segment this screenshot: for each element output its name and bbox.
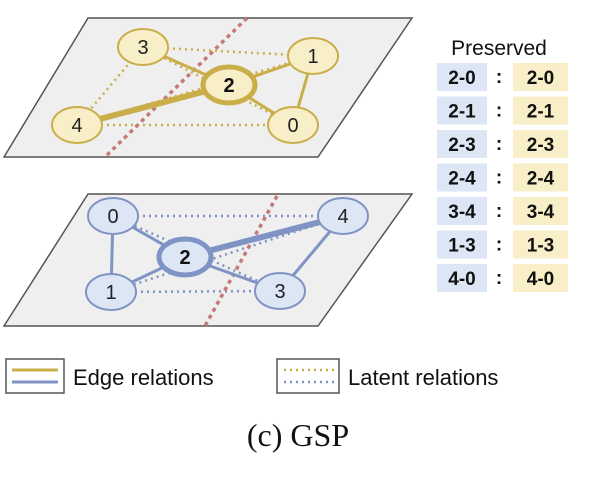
latent-edge-3-1 (142, 45, 314, 58)
preserved-right-cell-bg (513, 63, 568, 91)
preserved-separator: : (496, 101, 502, 122)
preserved-left-value: 2-0 (448, 68, 475, 89)
legend-edge-swatch (5, 358, 65, 394)
preserved-right-cell-bg (513, 230, 568, 259)
bottom-cut-line (203, 195, 279, 327)
bottom-node-4-label: 4 (337, 206, 348, 228)
latent-edge-4-1 (76, 54, 314, 127)
bottom-node-0: 0 (87, 197, 139, 235)
preserved-left-cell-bg (437, 163, 487, 192)
preserved-left-cell-bg (437, 130, 487, 158)
preserved-left-cell-bg (437, 197, 487, 225)
preserved-left-cell-bg (437, 96, 487, 125)
preserved-right-value: 2-4 (527, 169, 555, 190)
top-node-1: 1 (287, 37, 339, 75)
top-node-2: 2 (200, 64, 258, 106)
preserved-separator: : (496, 134, 502, 155)
top-graph: 3 1 2 4 0 (2, 16, 414, 159)
preserved-right-value: 2-3 (527, 135, 554, 156)
preserved-left-value: 3-4 (448, 202, 476, 223)
preserved-right-value: 2-1 (527, 102, 555, 123)
preserved-right-value: 3-4 (527, 202, 555, 223)
preserved-right-value: 4-0 (527, 269, 554, 290)
preserved-separator: : (496, 201, 502, 222)
legend-edge-relations: Edge relations (5, 358, 214, 394)
preserved-table: Preserved 2-0:2-02-1:2-12-3:2-32-4:2-43-… (437, 37, 568, 292)
top-node-0-label: 0 (287, 115, 298, 137)
legend-latent-swatch (276, 358, 340, 394)
preserved-left-cell-bg (437, 63, 487, 91)
preserved-left-value: 1-3 (448, 236, 475, 257)
bottom-node-2-label: 2 (179, 247, 190, 269)
top-node-3: 3 (117, 28, 169, 66)
preserved-right-cell-bg (513, 96, 568, 125)
preserved-row: 2-3:2-3 (437, 130, 568, 158)
preserved-row: 2-0:2-0 (437, 63, 568, 91)
preserved-left-value: 4-0 (448, 269, 475, 290)
preserved-title: Preserved (451, 37, 547, 60)
preserved-separator: : (496, 268, 502, 289)
watermark: 知乎 @Taki (470, 446, 561, 466)
top-node-2-label: 2 (223, 75, 234, 97)
bottom-node-3-label: 3 (274, 281, 285, 303)
bottom-node-2: 2 (156, 236, 214, 278)
preserved-right-cell-bg (513, 264, 568, 292)
preserved-right-cell-bg (513, 163, 568, 192)
legend-edge-label: Edge relations (73, 365, 214, 390)
top-node-1-label: 1 (307, 46, 318, 68)
bottom-graph: 0 4 2 1 3 (2, 193, 414, 327)
top-node-0: 0 (267, 106, 319, 144)
preserved-rows: 2-0:2-02-1:2-12-3:2-32-4:2-43-4:3-41-3:1… (437, 63, 568, 292)
preserved-row: 2-1:2-1 (437, 96, 568, 125)
preserved-separator: : (496, 235, 502, 256)
preserved-right-value: 2-0 (527, 68, 554, 89)
top-node-4: 4 (51, 106, 103, 144)
latent-edge-1-3 (110, 289, 281, 294)
preserved-row: 4-0:4-0 (437, 264, 568, 292)
preserved-separator: : (496, 168, 502, 189)
preserved-left-cell-bg (437, 230, 487, 259)
legend: Edge relations Latent relations (5, 358, 498, 394)
bottom-node-0-label: 0 (107, 206, 118, 228)
top-cut-line (103, 16, 249, 159)
top-node-4-label: 4 (71, 115, 82, 137)
figure-caption: (c) GSP (247, 417, 349, 453)
preserved-right-cell-bg (513, 197, 568, 225)
bottom-node-3: 3 (254, 272, 306, 310)
preserved-right-value: 1-3 (527, 236, 554, 257)
bottom-node-4: 4 (317, 197, 369, 235)
preserved-row: 3-4:3-4 (437, 197, 568, 225)
legend-latent-relations: Latent relations (276, 358, 498, 394)
bottom-node-1-label: 1 (105, 282, 116, 304)
top-node-3-label: 3 (137, 37, 148, 59)
preserved-row: 1-3:1-3 (437, 230, 568, 259)
preserved-left-cell-bg (437, 264, 487, 292)
preserved-left-value: 2-1 (448, 102, 476, 123)
preserved-left-value: 2-3 (448, 135, 475, 156)
preserved-right-cell-bg (513, 130, 568, 158)
preserved-separator: : (496, 67, 502, 88)
legend-latent-label: Latent relations (348, 365, 498, 390)
bottom-node-1: 1 (85, 273, 137, 311)
preserved-left-value: 2-4 (448, 169, 476, 190)
preserved-row: 2-4:2-4 (437, 163, 568, 192)
